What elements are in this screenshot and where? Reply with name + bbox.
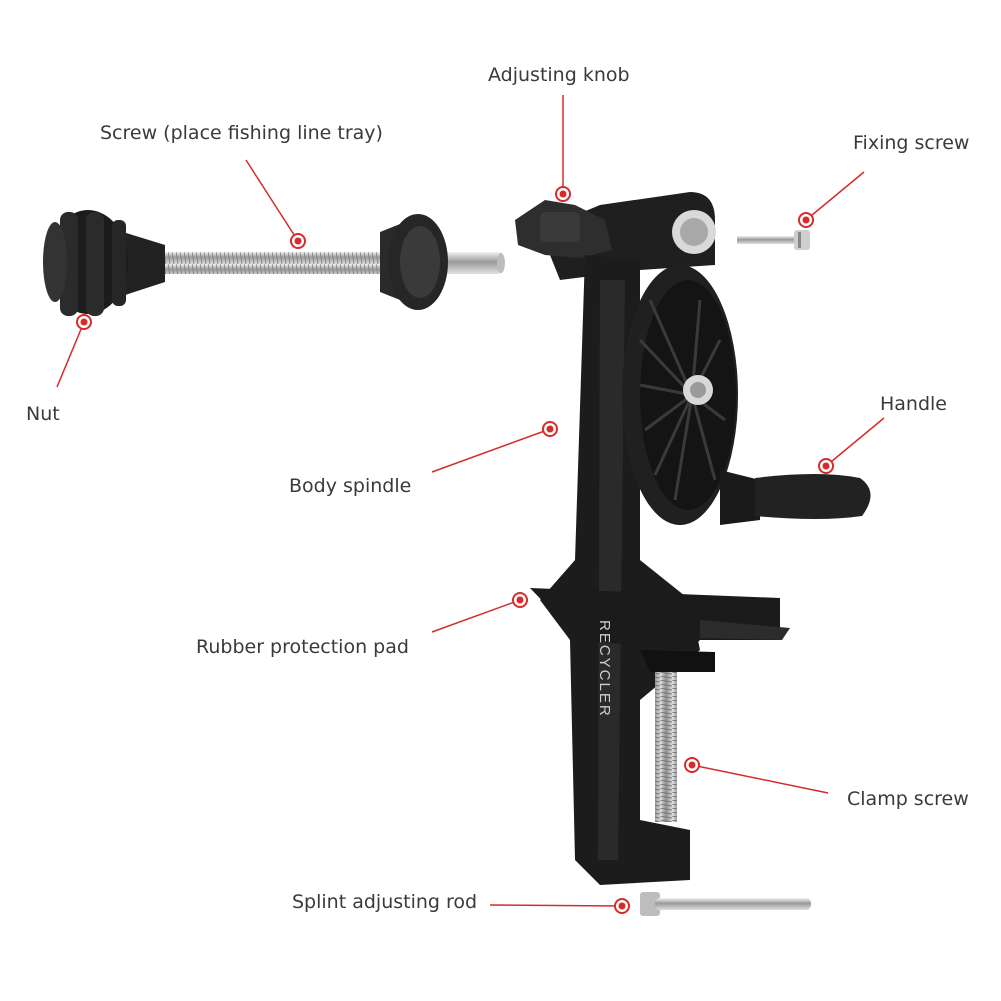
label-clamp-screw: Clamp screw (847, 788, 969, 810)
threaded-rod (160, 252, 390, 274)
winder-body (515, 192, 871, 916)
label-adjusting-knob: Adjusting knob (488, 64, 630, 86)
label-nut: Nut (26, 403, 60, 425)
callout-markers (76, 186, 834, 914)
label-screw: Screw (place fishing line tray) (100, 122, 383, 144)
label-handle: Handle (880, 393, 948, 415)
clamp-screw-rod (655, 672, 677, 822)
splint-rod (655, 898, 811, 910)
nut-knob (43, 210, 128, 316)
label-body-spindle: Body spindle (289, 475, 412, 497)
product-branding: RECYCLER (596, 620, 613, 718)
fixing-screw (737, 230, 810, 250)
clamp-jaw (530, 588, 780, 650)
handle-grip (755, 474, 871, 519)
screw-assembly (43, 210, 505, 316)
label-rubber-protection-pad: Rubber protection pad (196, 636, 409, 658)
label-fixing-screw: Fixing screw (853, 132, 970, 154)
label-splint-adjusting-rod: Splint adjusting rod (292, 891, 478, 913)
callouts (56, 95, 885, 907)
